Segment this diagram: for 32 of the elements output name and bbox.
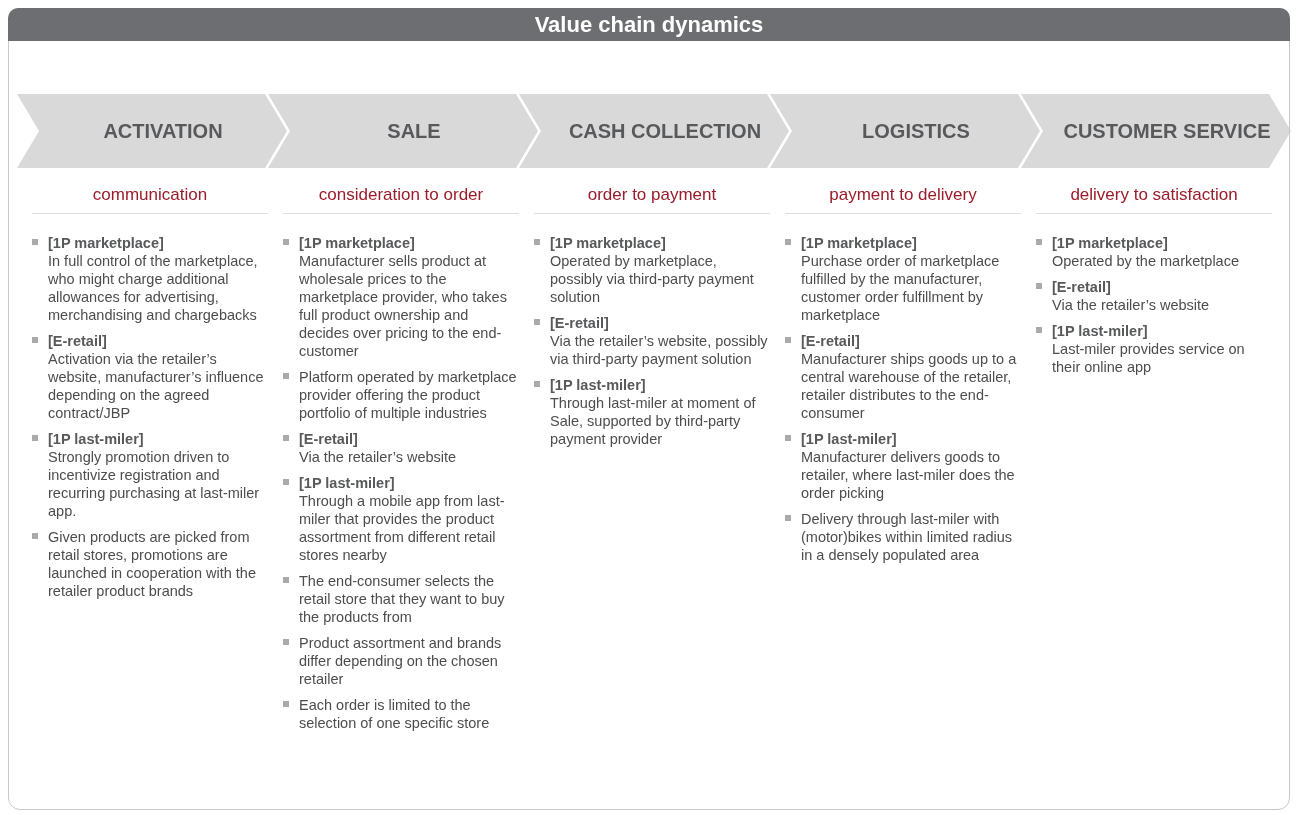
bullet-item: [1P last-miler] Through last-miler at moment of Sale, supported by third-party payment provider <box>534 376 770 448</box>
bullet-item: Delivery through last-miler with (motor)bikes within limited radius in a densely populated area <box>785 510 1021 564</box>
bullet-item: [E-retail] Via the retailer’s website, possibly via third-party payment solution <box>534 314 770 368</box>
bullet-item: Product assortment and brands differ depending on the chosen retailer <box>283 634 519 688</box>
title-bar: Value chain dynamics <box>8 8 1290 41</box>
bullet-item: [E-retail] Manufacturer ships goods up to a central warehouse of the retailer, retailer distributes to the end-consumer <box>785 332 1021 422</box>
bullet-item: Given products are picked from retail stores, promotions are launched in cooperation with the retailer product brands <box>32 528 268 600</box>
bullet-item: [E-retail] Via the retailer’s website <box>283 430 519 466</box>
bullet-item: [1P marketplace] Operated by marketplace, possibly via third-party payment solution <box>534 234 770 306</box>
bullet-item: The end-consumer selects the retail store that they want to buy the products from <box>283 572 519 626</box>
column-subheading: order to payment <box>534 185 770 214</box>
column-subheading: payment to delivery <box>785 185 1021 214</box>
bullet-item: Each order is limited to the selection of one specific store <box>283 696 519 732</box>
bullet-item: [1P marketplace] Manufacturer sells product at wholesale prices to the marketplace provider, who takes full product ownership and decides over pricing to the end-customer <box>283 234 519 360</box>
bullet-item: [E-retail] Activation via the retailer’s website, manufacturer’s influence depending on the agreed contract/JBP <box>32 332 268 422</box>
bullet-item: [1P last-miler] Manufacturer delivers goods to retailer, where last-miler does the order picking <box>785 430 1021 502</box>
bullet-item: [1P last-miler] Strongly promotion driven to incentivize registration and recurring purchasing at last-miler app. <box>32 430 268 520</box>
chevron-step: SALE <box>268 94 538 168</box>
bullet-item: [1P marketplace] Operated by the marketplace <box>1036 234 1272 270</box>
bullet-item: [1P marketplace] Purchase order of marketplace fulfilled by the manufacturer, customer order fulfillment by marketplace <box>785 234 1021 324</box>
bullet-item: Platform operated by marketplace provider offering the product portfolio of multiple industries <box>283 368 519 422</box>
chevron-step: LOGISTICS <box>770 94 1040 168</box>
chevron-step: CASH COLLECTION <box>519 94 789 168</box>
column-subheading: delivery to satisfaction <box>1036 185 1272 214</box>
chevron-step: ACTIVATION <box>17 94 287 168</box>
chevron-step: CUSTOMER SERVICE <box>1021 94 1291 168</box>
bullet-item: [1P last-miler] Last-miler provides service on their online app <box>1036 322 1272 376</box>
bullet-item: [1P last-miler] Through a mobile app from last-miler that provides the product assortment from different retail stores nearby <box>283 474 519 564</box>
column-subheading: communication <box>32 185 268 214</box>
column-subheading: consideration to order <box>283 185 519 214</box>
bullet-item: [E-retail] Via the retailer’s website <box>1036 278 1272 314</box>
bullet-item: [1P marketplace] In full control of the marketplace, who might charge additional allowances for advertising, merchandising and chargebacks <box>32 234 268 324</box>
